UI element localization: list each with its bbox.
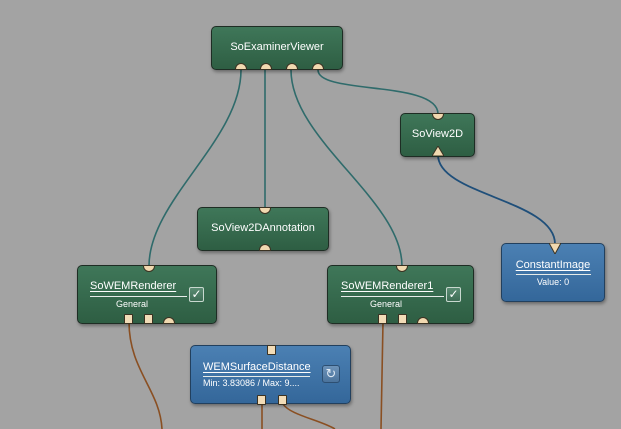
node-so-view2d-annotation[interactable]: SoView2DAnnotation <box>197 207 329 251</box>
node-title: SoWEMRenderer1 <box>341 280 434 292</box>
input-port[interactable] <box>260 63 272 70</box>
wire-wemrenderer-out <box>128 321 163 429</box>
node-subtitle: Value: 0 <box>536 277 570 287</box>
enable-checkbox[interactable]: ✓ <box>189 287 204 302</box>
wire-view2d-to-viewer <box>317 69 439 115</box>
node-so-view2d[interactable]: SoView2D <box>400 113 475 157</box>
wire-constantimage-to-view2d <box>437 154 556 245</box>
node-subtitle: General <box>116 299 149 309</box>
inventor-input-port[interactable] <box>417 317 429 324</box>
title-separator <box>516 274 591 275</box>
inventor-input-port[interactable] <box>163 317 175 324</box>
node-title: SoWEMRenderer <box>90 280 177 292</box>
wire-wemrenderer-to-viewer <box>148 69 242 267</box>
wem-input-port[interactable] <box>257 395 266 405</box>
wem-input-port[interactable] <box>398 314 407 324</box>
node-title: WEMSurfaceDistance <box>203 361 311 373</box>
wire-wemrenderer1-to-viewer <box>290 69 403 267</box>
image-output-port-icon[interactable] <box>549 243 561 254</box>
title-separator <box>203 376 310 377</box>
wem-input-port[interactable] <box>378 314 387 324</box>
input-port[interactable] <box>235 63 247 70</box>
image-input-port-icon[interactable] <box>432 146 444 156</box>
title-separator <box>90 296 187 297</box>
input-port[interactable] <box>286 63 298 70</box>
node-title: SoExaminerViewer <box>230 41 324 53</box>
node-title: ConstantImage <box>515 259 591 271</box>
node-title: SoView2DAnnotation <box>211 222 315 234</box>
wire-wemrenderer1-out <box>380 321 384 429</box>
node-so-examiner-viewer[interactable]: SoExaminerViewer <box>211 26 343 70</box>
wem-output-port[interactable] <box>267 345 276 355</box>
node-constant-image[interactable]: ConstantImage Value: 0 <box>501 243 605 302</box>
wem-input-port[interactable] <box>144 314 153 324</box>
title-separator <box>341 296 444 297</box>
node-title: SoView2D <box>411 128 464 140</box>
wem-input-port[interactable] <box>124 314 133 324</box>
enable-checkbox[interactable]: ✓ <box>446 287 461 302</box>
wem-input-port[interactable] <box>278 395 287 405</box>
refresh-icon[interactable]: ↻ <box>322 365 340 383</box>
wire-surfacedistance-out-2 <box>282 403 336 429</box>
input-port[interactable] <box>259 244 271 251</box>
input-port[interactable] <box>312 63 324 70</box>
node-subtitle: Min: 3.83086 / Max: 9.... <box>203 378 300 388</box>
node-subtitle: General <box>370 299 403 309</box>
